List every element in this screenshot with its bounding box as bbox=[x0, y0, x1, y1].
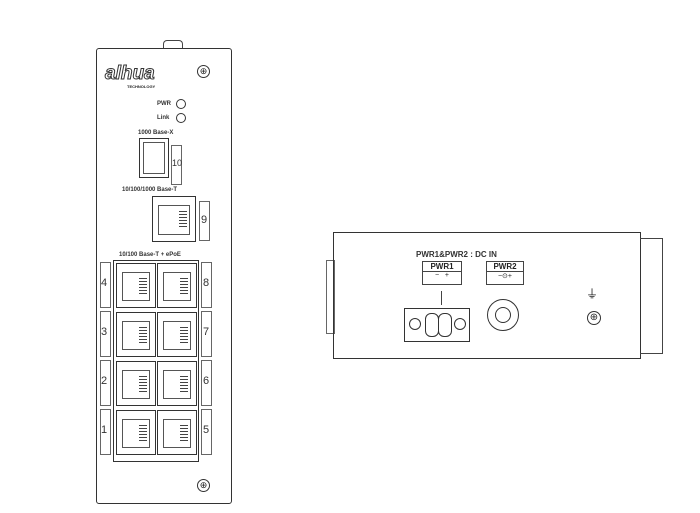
ground-symbol-icon: ⏚ bbox=[586, 287, 599, 301]
port-number-7: 7 bbox=[203, 326, 210, 338]
port-tab-6: 6 bbox=[201, 360, 212, 406]
side-connector-strip bbox=[326, 260, 335, 334]
led-label-pwr: PWR bbox=[157, 101, 171, 107]
pwr1-leader-line bbox=[441, 291, 442, 305]
rj45-port-7[interactable] bbox=[157, 312, 197, 357]
led-label-link: Link bbox=[157, 115, 170, 121]
side-rail bbox=[640, 238, 663, 354]
pwr2-label-box: PWR2 −⊙+ bbox=[486, 261, 524, 285]
rj45-port-8[interactable] bbox=[157, 263, 197, 308]
screw-icon: ⊕ bbox=[197, 479, 210, 492]
rj45-port-4[interactable] bbox=[116, 263, 156, 308]
power-title: PWR1&PWR2 : DC IN bbox=[416, 250, 497, 259]
port-number-9: 9 bbox=[201, 214, 208, 226]
front-panel: alhua TECHNOLOGY ⊕ PWR Link 1000 Base-X … bbox=[96, 48, 232, 504]
port-number-8: 8 bbox=[203, 277, 210, 289]
din-rail-clip bbox=[163, 40, 183, 49]
port-tab-8: 8 bbox=[201, 262, 212, 308]
pwr2-polarity: −⊙+ bbox=[497, 273, 513, 280]
port-tab-5: 5 bbox=[201, 409, 212, 455]
rj45-port-5[interactable] bbox=[157, 410, 197, 455]
screw-icon: ⊕ bbox=[197, 65, 210, 78]
port-number-2: 2 bbox=[101, 375, 108, 387]
rj45-port-3[interactable] bbox=[116, 312, 156, 357]
port-tab-9: 9 bbox=[199, 201, 210, 241]
sfp-label: 1000 Base-X bbox=[138, 130, 174, 136]
port-tab-10: 10 bbox=[171, 145, 182, 185]
port-tab-3: 3 bbox=[100, 311, 111, 357]
pwr1-polarity: − + bbox=[434, 272, 449, 279]
gig-label: 10/100/1000 Base-T bbox=[122, 187, 178, 193]
pwr2-dc-jack[interactable] bbox=[487, 299, 519, 331]
side-panel: PWR1&PWR2 : DC IN PWR1 − + PWR2 −⊙+ ⏚ ⊕ bbox=[333, 232, 641, 359]
rj45-port-9[interactable] bbox=[152, 196, 196, 242]
port-number-6: 6 bbox=[203, 375, 210, 387]
pwr1-label-box: PWR1 − + bbox=[422, 261, 462, 285]
link-led bbox=[176, 113, 186, 123]
pwr1-label: PWR1 bbox=[423, 262, 461, 272]
sfp-port-10[interactable] bbox=[139, 138, 169, 178]
port-number-5: 5 bbox=[203, 424, 210, 436]
poe-port-block bbox=[113, 260, 199, 462]
poe-label: 10/100 Base-T + ePoE bbox=[119, 252, 181, 258]
brand-logo: alhua bbox=[105, 63, 156, 85]
port-number-1: 1 bbox=[101, 424, 108, 436]
port-tab-7: 7 bbox=[201, 311, 212, 357]
port-tab-4: 4 bbox=[100, 262, 111, 308]
ground-screw-icon[interactable]: ⊕ bbox=[587, 311, 601, 325]
port-number-3: 3 bbox=[101, 326, 108, 338]
pwr1-terminal-block[interactable] bbox=[404, 308, 470, 342]
port-tab-2: 2 bbox=[100, 360, 111, 406]
pwr2-label: PWR2 bbox=[487, 262, 523, 272]
port-number-10: 10 bbox=[172, 158, 183, 168]
brand-sub: TECHNOLOGY bbox=[127, 84, 156, 89]
rj45-port-1[interactable] bbox=[116, 410, 156, 455]
port-number-4: 4 bbox=[101, 277, 108, 289]
rj45-port-2[interactable] bbox=[116, 361, 156, 406]
port-tab-1: 1 bbox=[100, 409, 111, 455]
rj45-port-6[interactable] bbox=[157, 361, 197, 406]
pwr-led bbox=[176, 99, 186, 109]
